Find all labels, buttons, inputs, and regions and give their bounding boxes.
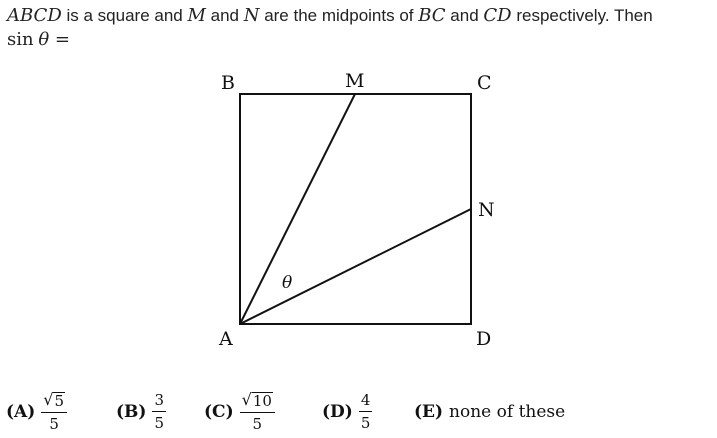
option-e-label: (E) bbox=[414, 402, 444, 422]
question-line-1: ABCD is a square and M and N are the mid… bbox=[7, 5, 653, 26]
label-m: M bbox=[345, 70, 364, 92]
math-sin: sin bbox=[7, 29, 34, 50]
math-m: M bbox=[187, 5, 206, 26]
question-text-c: are the midpoints of bbox=[259, 6, 419, 25]
option-a-fraction: √5 5 bbox=[41, 392, 68, 433]
option-c-radicand: 10 bbox=[251, 392, 273, 410]
square-abcd bbox=[239, 93, 472, 325]
question-text-e: respectively. Then bbox=[511, 6, 653, 25]
math-n: N bbox=[243, 5, 260, 26]
label-c: C bbox=[477, 72, 492, 94]
option-d-numerator: 4 bbox=[358, 393, 373, 412]
option-b-denominator: 5 bbox=[154, 414, 165, 432]
option-e[interactable]: (E) none of these bbox=[414, 386, 565, 438]
option-d-fraction: 4 5 bbox=[358, 393, 373, 432]
question-text-d: and bbox=[445, 6, 484, 25]
option-c[interactable]: (C) √10 5 bbox=[204, 386, 275, 438]
segment-an bbox=[239, 208, 472, 325]
option-c-fraction: √10 5 bbox=[239, 392, 275, 433]
option-e-text: none of these bbox=[449, 402, 566, 422]
option-c-label: (C) bbox=[204, 402, 234, 422]
label-theta: θ bbox=[282, 273, 292, 293]
segment-am bbox=[239, 93, 356, 325]
math-equals: = bbox=[49, 29, 70, 50]
math-bc: BC bbox=[418, 5, 446, 26]
option-b-fraction: 3 5 bbox=[152, 393, 167, 432]
option-c-denominator: 5 bbox=[252, 415, 263, 433]
option-b-numerator: 3 bbox=[152, 393, 167, 412]
option-d-label: (D) bbox=[322, 402, 353, 422]
option-a-label: (A) bbox=[6, 402, 36, 422]
label-d: D bbox=[476, 328, 491, 350]
math-theta: θ bbox=[38, 29, 50, 50]
label-b: B bbox=[221, 72, 235, 94]
math-abcd: ABCD bbox=[7, 5, 62, 26]
math-cd: CD bbox=[483, 5, 512, 26]
question-line-2: sin θ = bbox=[7, 29, 70, 50]
option-a-radicand: 5 bbox=[53, 392, 66, 410]
option-d[interactable]: (D) 4 5 bbox=[322, 386, 373, 438]
option-d-denominator: 5 bbox=[360, 414, 371, 432]
label-a: A bbox=[218, 328, 233, 350]
option-a-denominator: 5 bbox=[49, 415, 59, 433]
label-n: N bbox=[478, 199, 495, 221]
option-a[interactable]: (A) √5 5 bbox=[6, 386, 68, 438]
question-text-a: is a square and bbox=[61, 6, 188, 25]
option-b[interactable]: (B) 3 5 bbox=[116, 386, 167, 438]
option-b-label: (B) bbox=[116, 402, 147, 422]
question-text-b: and bbox=[205, 6, 244, 25]
